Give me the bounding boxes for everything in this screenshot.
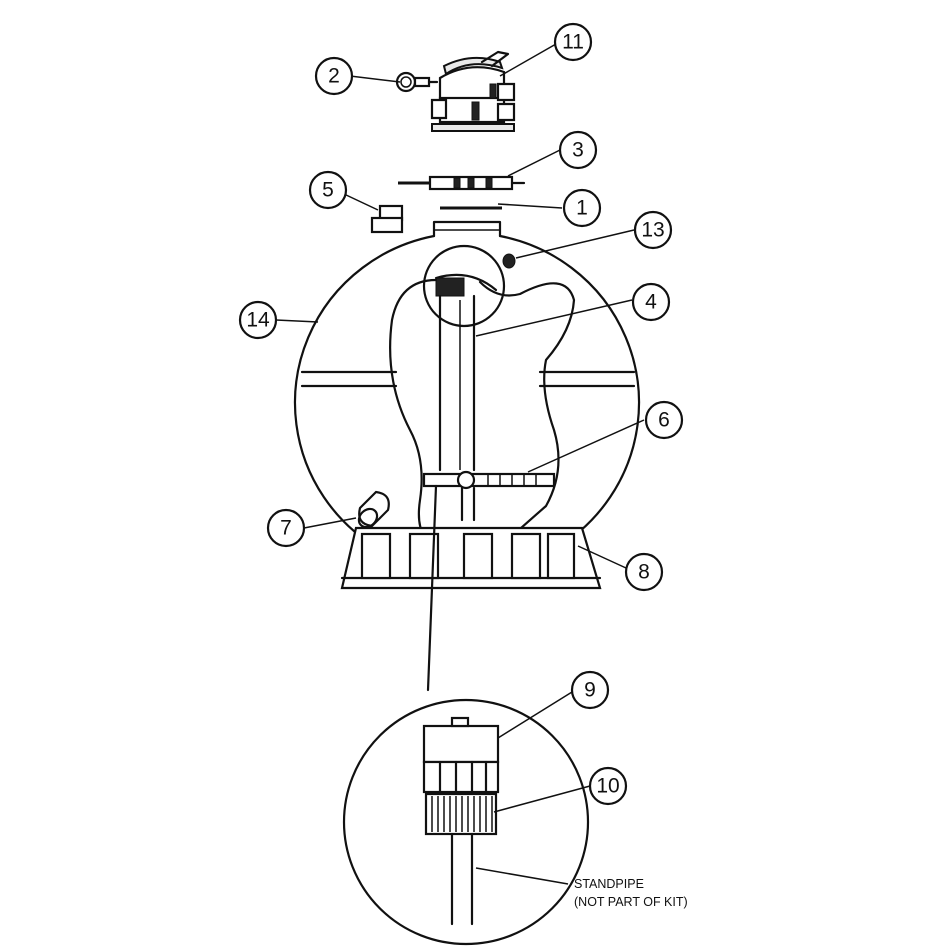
standpipe-note: (NOT PART OF KIT) — [574, 895, 688, 909]
callout-6: 6 — [644, 400, 684, 440]
standpipe-label: STANDPIPE — [574, 877, 644, 891]
svg-text:8: 8 — [638, 561, 650, 584]
lateral-hub-column — [438, 294, 476, 472]
svg-text:9: 9 — [584, 679, 596, 702]
leader-lines — [275, 43, 645, 885]
pressure-gauge — [395, 71, 439, 93]
callout-5: 5 — [308, 170, 348, 210]
tank-base — [340, 526, 602, 590]
svg-text:6: 6 — [658, 409, 670, 432]
svg-text:11: 11 — [562, 31, 584, 54]
callout-1: 1 — [562, 188, 602, 228]
drain-port — [357, 490, 390, 529]
callout-11: 11 — [553, 22, 593, 62]
svg-text:13: 13 — [641, 219, 664, 242]
tank-body — [293, 220, 641, 574]
diffuser-area — [422, 244, 506, 328]
media-outline — [389, 278, 576, 552]
svg-text:5: 5 — [322, 179, 334, 202]
lateral-manifold — [422, 470, 556, 522]
detail-view — [342, 698, 590, 946]
svg-text:14: 14 — [246, 309, 270, 332]
svg-text:3: 3 — [572, 139, 584, 162]
svg-text:10: 10 — [596, 775, 619, 798]
callout-14: 14 — [238, 300, 278, 340]
drain-cap — [370, 204, 404, 234]
callout-13: 13 — [633, 210, 673, 250]
multiport-valve — [430, 50, 516, 132]
callout-7: 7 — [266, 508, 306, 548]
svg-text:2: 2 — [328, 65, 340, 88]
leader-to-detail — [426, 484, 438, 692]
svg-text:4: 4 — [645, 291, 657, 314]
callout-9: 9 — [570, 670, 610, 710]
clamp-assembly — [398, 175, 526, 191]
callout-2: 2 — [314, 56, 354, 96]
svg-text:1: 1 — [576, 197, 588, 220]
svg-text:7: 7 — [280, 517, 292, 540]
callout-8: 8 — [624, 552, 664, 592]
callout-10: 10 — [588, 766, 628, 806]
callout-4: 4 — [631, 282, 671, 322]
callout-3: 3 — [558, 130, 598, 170]
